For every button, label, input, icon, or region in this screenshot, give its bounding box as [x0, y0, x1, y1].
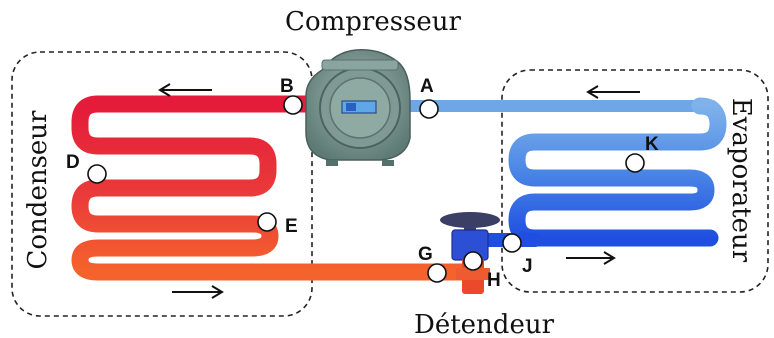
- compressor: [305, 49, 411, 166]
- point-d-label: D: [66, 152, 80, 173]
- expansion-valve: [440, 212, 500, 294]
- point-b-marker: [283, 95, 303, 115]
- point-a-marker: [419, 99, 439, 119]
- point-j-marker: [502, 233, 522, 253]
- point-g-marker: [427, 263, 447, 283]
- compressor-label: Compresseur: [285, 7, 461, 37]
- evaporator-coil: [508, 97, 727, 247]
- point-b-label: B: [280, 76, 294, 97]
- condenser-coil: [71, 95, 471, 281]
- point-a-label: A: [420, 76, 434, 97]
- evaporator-label: Evaporateur: [726, 98, 756, 263]
- flow-arrow-evaporator-top: [586, 85, 640, 99]
- point-e-label: E: [285, 216, 298, 237]
- point-k-marker: [625, 153, 645, 173]
- point-e-marker: [257, 212, 277, 232]
- evaporator-region: [501, 69, 769, 293]
- point-g-label: G: [418, 244, 433, 265]
- point-h-marker: [463, 251, 483, 271]
- point-j-label: J: [522, 256, 533, 277]
- flow-arrow-condenser-bottom: [172, 285, 224, 299]
- condenser-region: [11, 51, 313, 317]
- point-d-marker: [87, 164, 107, 184]
- flow-arrow-evaporator-bottom: [566, 251, 616, 265]
- point-h-label: H: [487, 270, 501, 291]
- point-k-label: K: [645, 134, 659, 155]
- condenser-label: Condenseur: [23, 110, 53, 270]
- expansion-valve-label: Détendeur: [414, 310, 555, 338]
- flow-arrow-condenser-top: [158, 83, 212, 97]
